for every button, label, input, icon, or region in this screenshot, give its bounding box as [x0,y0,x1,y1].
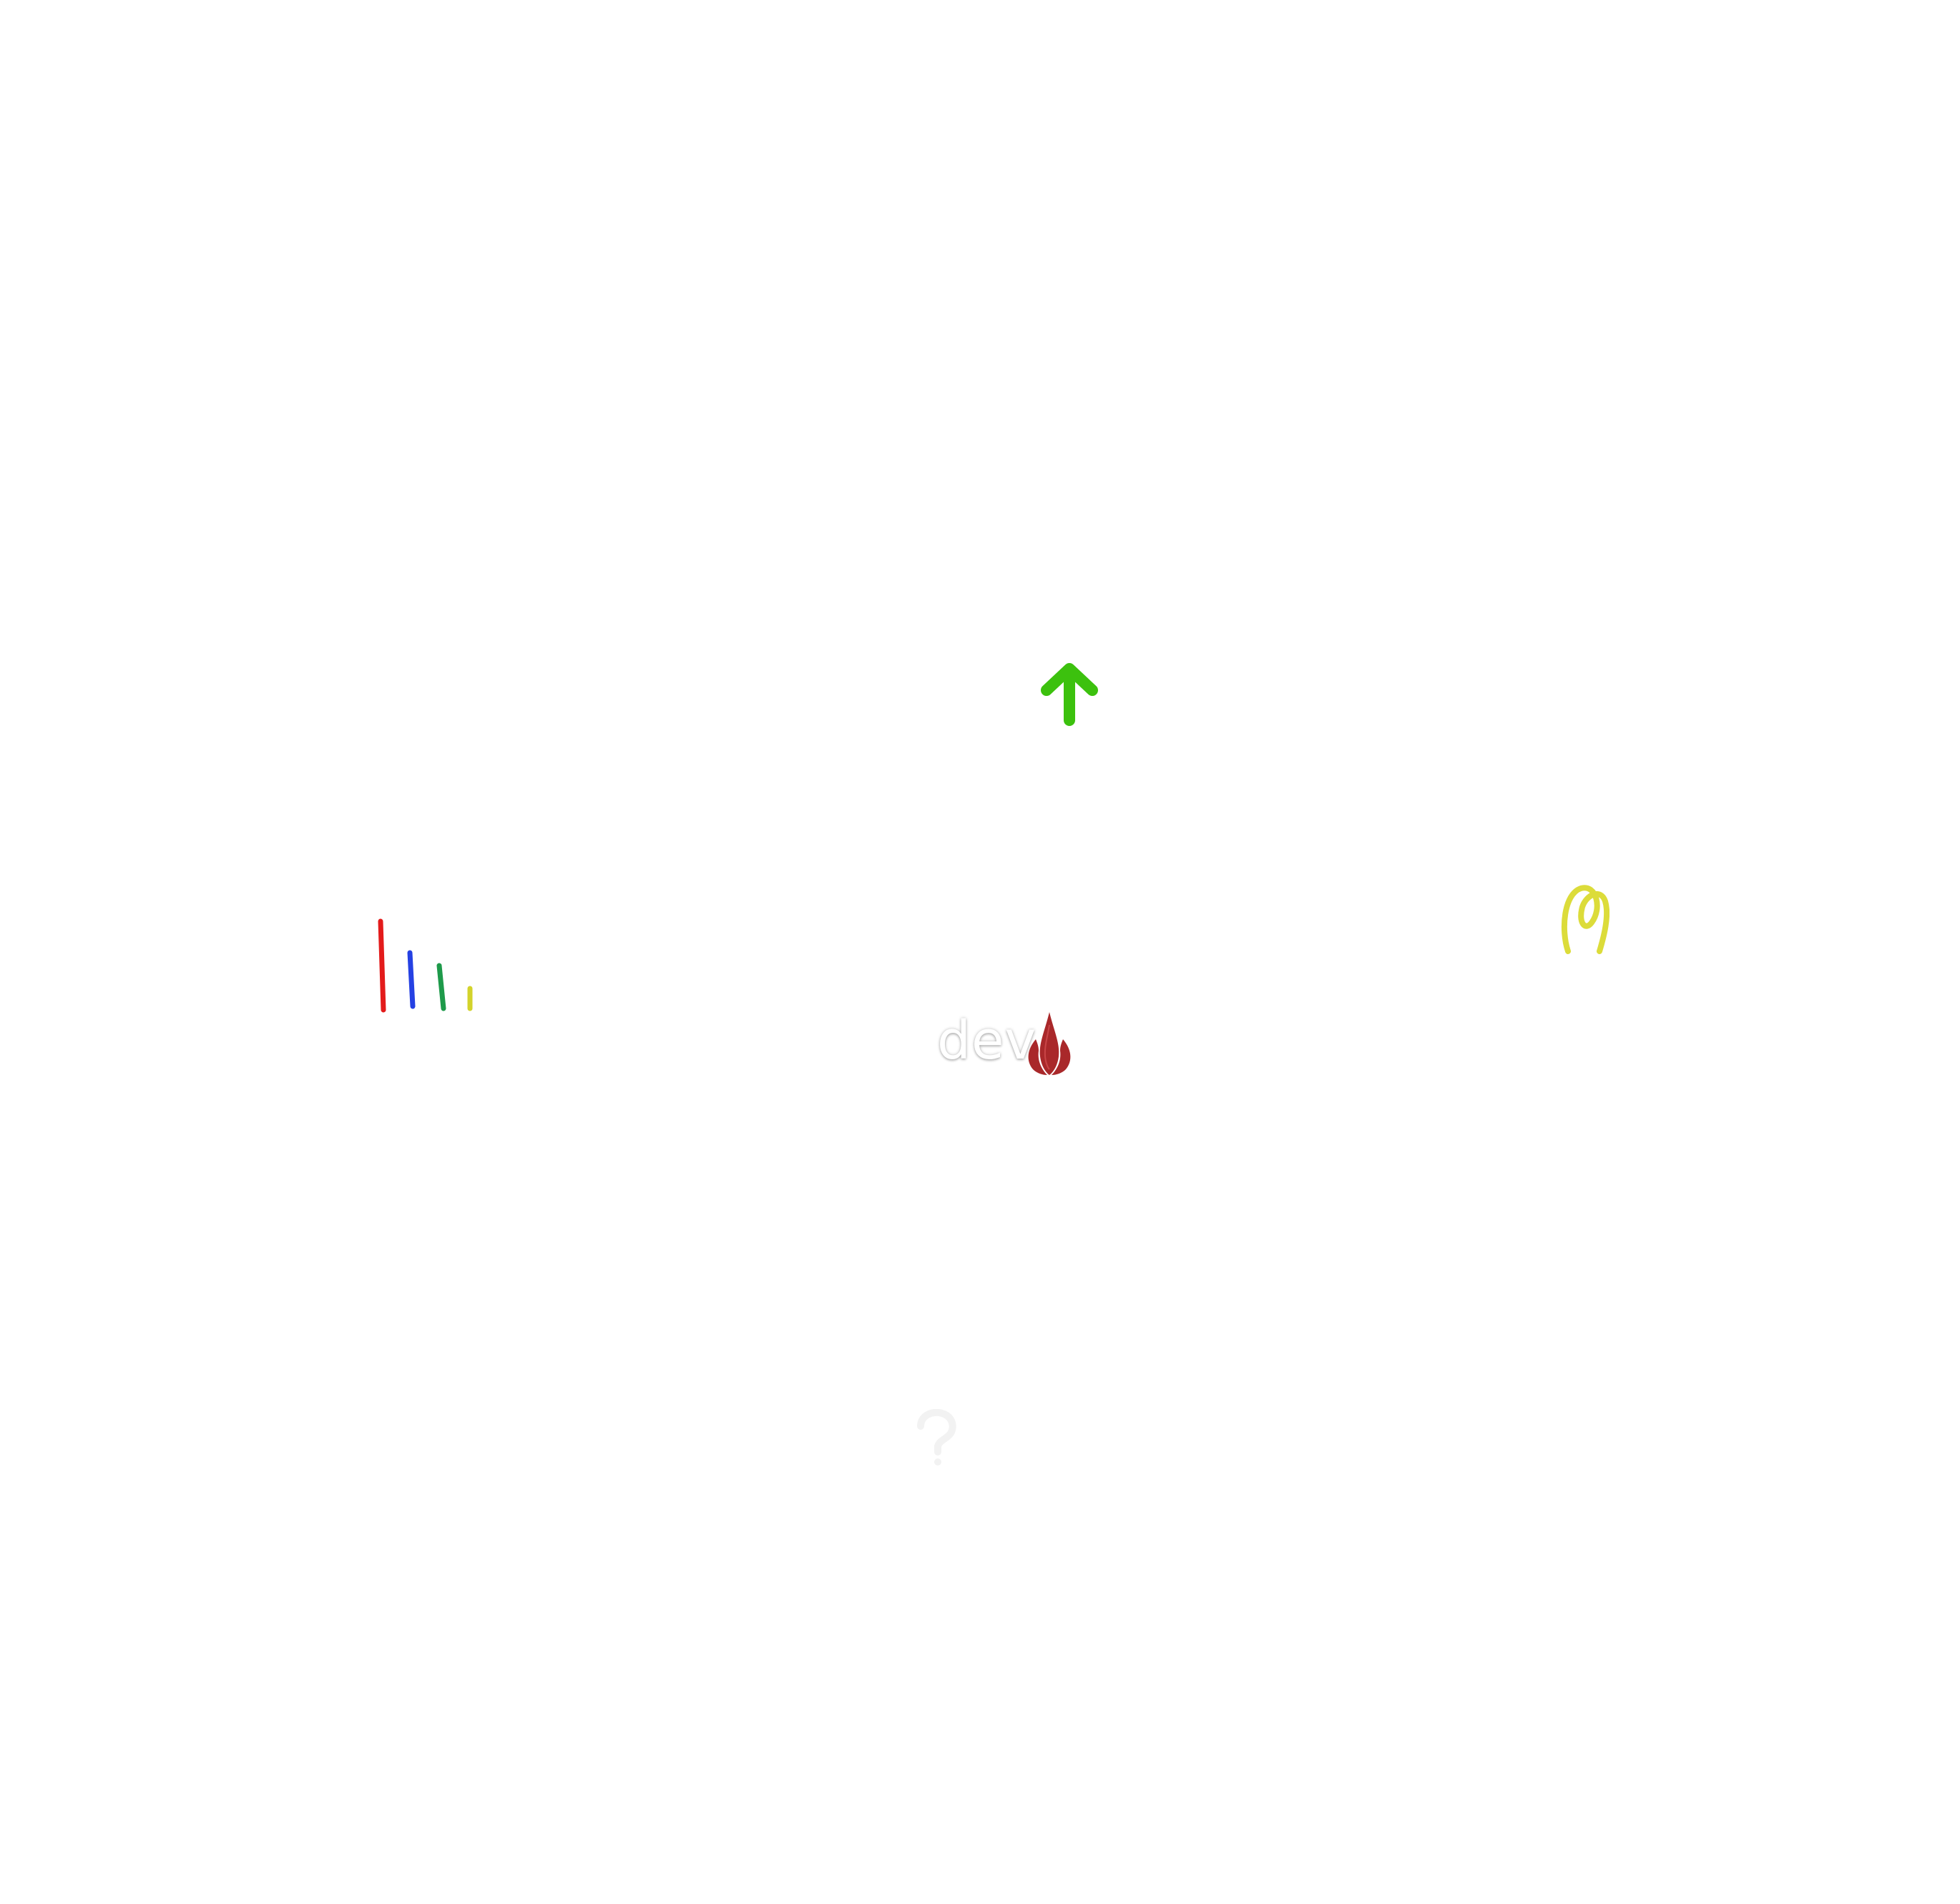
arrow-up-icon[interactable] [1041,662,1098,730]
swirl-icon[interactable] [1559,880,1609,958]
dev-logo[interactable]: dev [937,1005,1087,1076]
bars-icon[interactable] [372,908,486,1023]
flame-icon [1028,1012,1071,1075]
question-mark-icon[interactable] [912,1409,962,1466]
logo-text: dev [937,1010,1037,1071]
